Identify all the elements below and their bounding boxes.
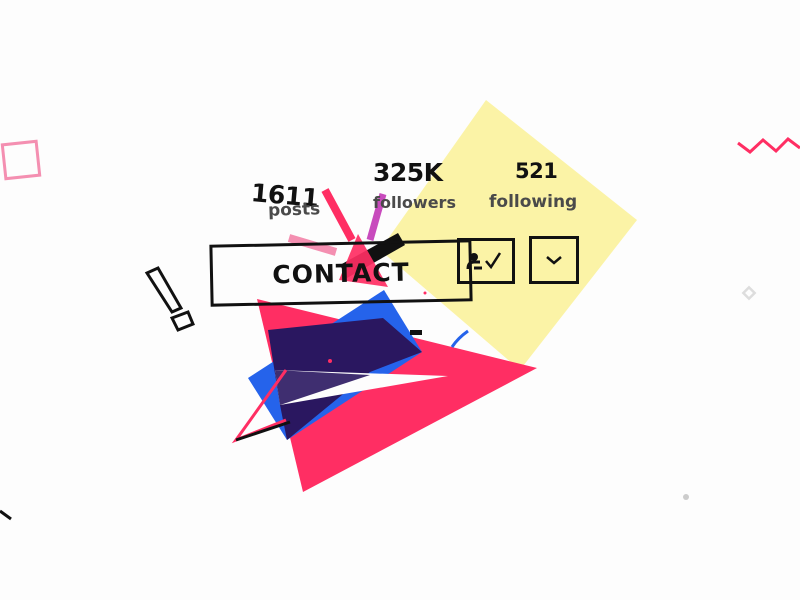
yellow-diamond-shape: [380, 100, 637, 370]
followers-label: followers: [373, 193, 456, 212]
chevron-down-icon: [546, 256, 562, 265]
contact-label: CONTACT: [272, 257, 410, 289]
following-label: following: [489, 192, 578, 212]
followers-count: 325K: [373, 158, 443, 187]
small-diamond-shape: [741, 285, 757, 301]
pink-bar: [321, 188, 356, 242]
light-pink-bar: [287, 234, 338, 256]
contact-button[interactable]: CONTACT: [209, 239, 473, 307]
plane-black-line: [235, 420, 291, 442]
navy-sliver: [275, 370, 370, 405]
pink-square-outline: [0, 139, 42, 181]
user-check-icon: [466, 252, 502, 270]
magenta-bar: [366, 193, 387, 241]
posts-label: posts: [267, 199, 321, 221]
exclamation-icon: [144, 266, 195, 332]
blue-curve: [450, 329, 469, 348]
more-options-button[interactable]: [529, 236, 579, 284]
zigzag-shape: [737, 137, 800, 154]
follow-button[interactable]: [457, 238, 515, 284]
following-count: 521: [515, 159, 558, 183]
pink-small-triangle: [339, 234, 388, 287]
pink-dot-2: [423, 291, 427, 295]
pink-dot: [328, 359, 332, 363]
black-dash: [0, 509, 12, 521]
grey-dot: [683, 494, 689, 500]
small-black-dash: [410, 330, 422, 335]
